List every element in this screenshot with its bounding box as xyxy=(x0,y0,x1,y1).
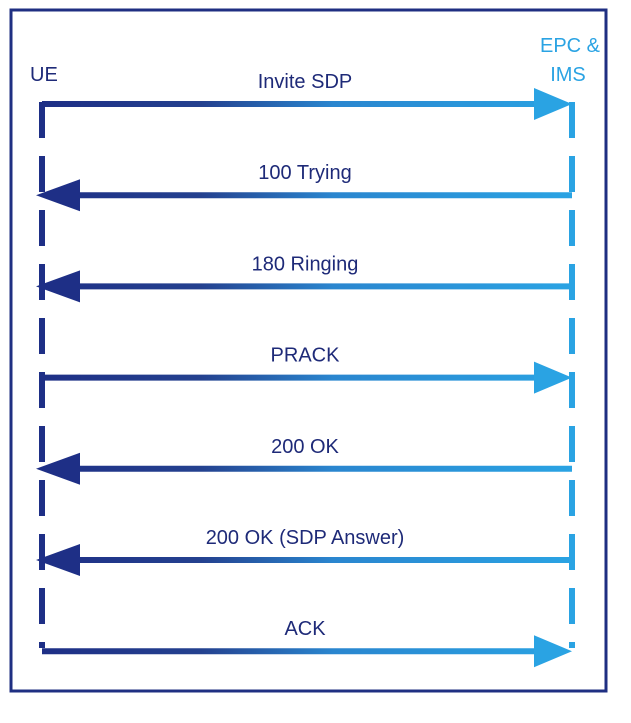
arrowhead-right-icon xyxy=(534,88,572,120)
participant-ue-label: UE xyxy=(30,64,58,86)
participant-epc-ims-label-line2: IMS xyxy=(550,64,586,86)
message-label: PRACK xyxy=(271,345,341,367)
arrowhead-left-icon xyxy=(36,452,80,485)
participant-epc-ims-label-line1: EPC & xyxy=(540,35,601,57)
message-2: 100 Trying xyxy=(36,162,572,212)
arrowhead-left-icon xyxy=(36,179,80,212)
arrowhead-right-icon xyxy=(534,361,572,394)
arrowhead-left-icon xyxy=(36,270,80,303)
arrowhead-right-icon xyxy=(534,635,572,668)
message-label: 100 Trying xyxy=(258,162,351,184)
diagram-frame xyxy=(9,8,608,693)
message-4: PRACK xyxy=(42,345,572,394)
message-7: ACK xyxy=(42,618,572,668)
message-5: 200 OK xyxy=(36,436,572,485)
message-label: ACK xyxy=(284,618,326,640)
message-label: 200 OK (SDP Answer) xyxy=(206,527,405,549)
message-label: 200 OK xyxy=(271,436,339,458)
message-1: Invite SDP xyxy=(42,71,572,120)
message-label: Invite SDP xyxy=(258,71,352,93)
message-label: 180 Ringing xyxy=(252,253,359,275)
message-6: 200 OK (SDP Answer) xyxy=(36,527,572,576)
message-3: 180 Ringing xyxy=(36,253,572,303)
arrowhead-left-icon xyxy=(36,544,80,576)
